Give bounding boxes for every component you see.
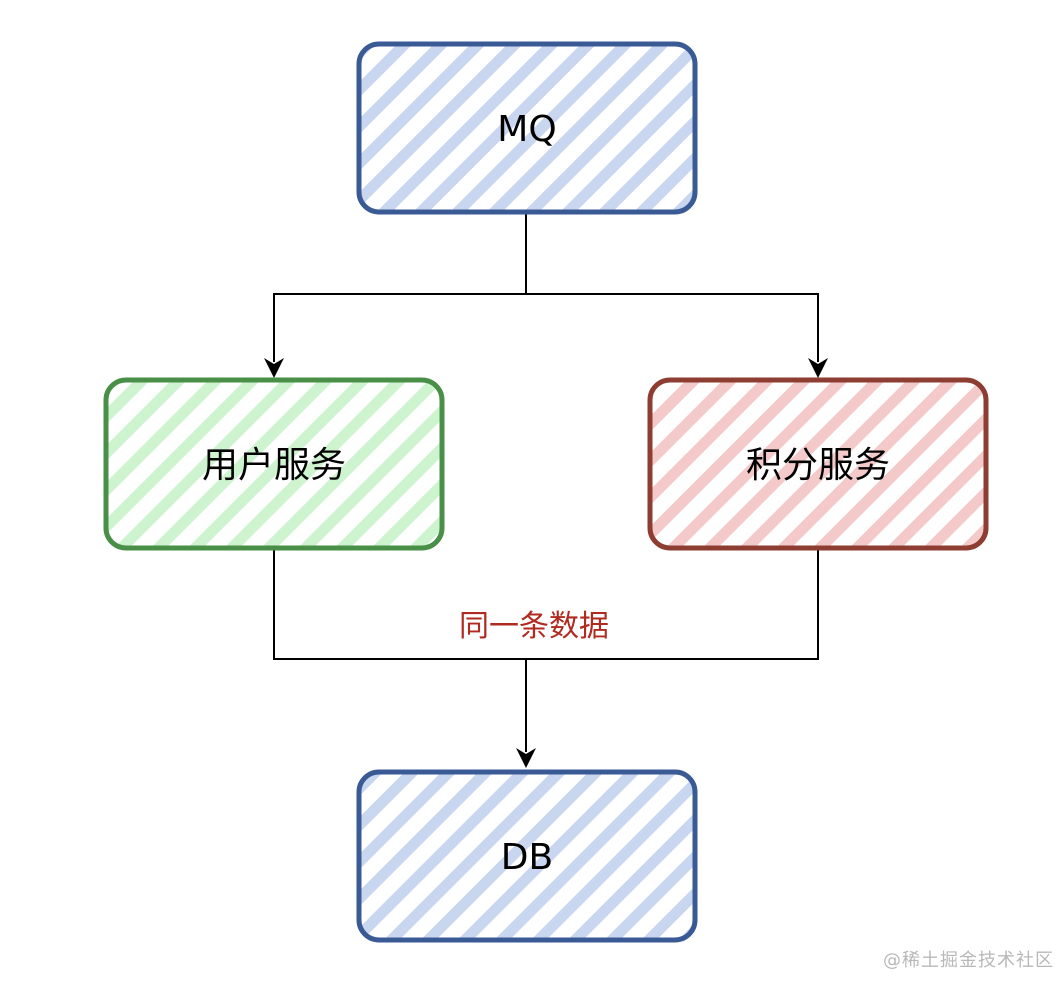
arrow-to-points-service bbox=[808, 358, 828, 378]
points-service-node: 积分服务 bbox=[647, 377, 989, 551]
mq-to-points-connector bbox=[526, 293, 819, 362]
mq-node: MQ bbox=[356, 41, 698, 215]
user-service-label: 用户服务 bbox=[202, 445, 346, 486]
mq-label: MQ bbox=[497, 109, 556, 150]
arrow-to-db bbox=[516, 748, 536, 768]
services-to-db-connector bbox=[273, 548, 819, 660]
db-node: DB bbox=[356, 769, 698, 943]
db-label: DB bbox=[501, 837, 553, 878]
mq-to-services-connector bbox=[273, 213, 527, 362]
connectors bbox=[273, 213, 819, 752]
user-service-node: 用户服务 bbox=[103, 377, 445, 551]
points-service-label: 积分服务 bbox=[746, 445, 890, 486]
same-data-label: 同一条数据 bbox=[459, 609, 609, 644]
arrow-to-user-service bbox=[264, 358, 284, 378]
arrowheads bbox=[264, 358, 828, 768]
watermark: @稀土掘金技术社区 bbox=[883, 950, 1054, 971]
